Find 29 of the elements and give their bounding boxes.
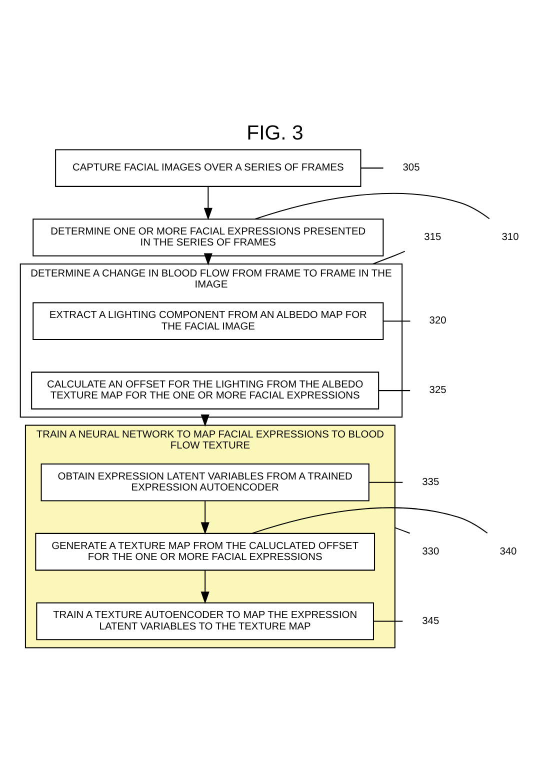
node-text: 330 [422, 546, 440, 558]
node-text: 315 [424, 232, 442, 244]
node-box: CALCULATE AN OFFSET FOR THE LIGHTING FROM THE ALBEDO TEXTURE MAP FOR THE ONE OR MORE FACIAL EXPRESSIONS [31, 372, 380, 410]
node-text: 310 [502, 232, 519, 244]
connector [374, 620, 403, 622]
arrow [200, 570, 210, 604]
arrow [200, 414, 210, 427]
arrow [204, 186, 212, 220]
node-text: 345 [422, 616, 440, 627]
node-box: TRAIN A TEXTURE AUTOENCODER TO MAP THE EXPRESSION LATENT VARIABLES TO THE TEXTURE MAP [36, 602, 374, 640]
node-box: CAPTURE FACIAL IMAGES OVER A SERIES OF FRAMES [55, 149, 362, 187]
node-box: EXTRACT A LIGHTING COMPONENT FROM AN ALBEDO MAP FOR THE FACIAL IMAGE [32, 302, 384, 340]
diagram-title: FIG. 3 [246, 122, 304, 144]
connector [384, 320, 410, 322]
connector [394, 527, 410, 534]
node-text: 325 [429, 385, 446, 396]
connector [252, 507, 488, 534]
node-text: 340 [500, 546, 517, 558]
node-text: 320 [429, 316, 446, 327]
connector [255, 192, 490, 220]
connector [360, 168, 384, 169]
node-text: 335 [422, 476, 440, 488]
node-text: 305 [402, 162, 420, 174]
arrow [200, 501, 210, 535]
node-box: OBTAIN EXPRESSION LATENT VARIABLES FROM A TRAINED EXPRESSION AUTOENCODER [40, 464, 370, 502]
connector [368, 482, 403, 483]
node-box: GENERATE A TEXTURE MAP FROM THE CALUCLATED OFFSET FOR THE ONE OR MORE FACIAL EXPRESSIONS [35, 532, 376, 571]
arrow [204, 253, 212, 266]
connector [378, 390, 410, 392]
